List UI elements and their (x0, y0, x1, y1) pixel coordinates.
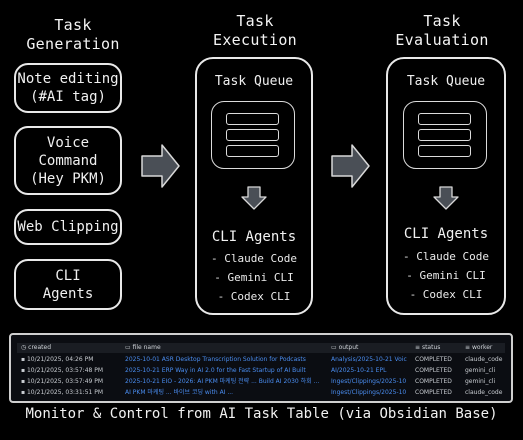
cell-file-name[interactable]: 2025-10-01 ASR Desktop Transcription Sol… (125, 356, 306, 363)
checkbox-icon: ▪ (21, 356, 27, 363)
cell-created: ▪ 10/21/2025, 04:26 PM (21, 356, 94, 363)
evaluation-panel: Task Queue CLI Agents - Claude Code - Ge… (386, 57, 506, 315)
evaluation-title-line1: Task (423, 12, 461, 30)
cell-status: COMPLETED (415, 389, 452, 396)
cell-status: COMPLETED (415, 356, 452, 363)
file-icon: ▭ (125, 344, 133, 351)
evaluation-title: Task Evaluation (387, 12, 497, 50)
execution-title-line2: Execution (213, 31, 297, 49)
source-label: Agents (42, 285, 94, 302)
agent-codex-cli: - Codex CLI (217, 290, 291, 303)
list-icon: ≡ (415, 344, 422, 351)
table-row[interactable]: ▪ 10/21/2025, 04:26 PM 2025-10-01 ASR De… (17, 355, 505, 365)
header-status[interactable]: ≡ status (415, 344, 441, 351)
cell-output[interactable]: Ingest/Clippings/2025-10 (331, 389, 407, 396)
agent-gemini-cli: - Gemini CLI (406, 269, 486, 282)
cell-output[interactable]: Analysis/2025-10-21 Voic (331, 356, 407, 363)
queue-slot (226, 129, 279, 141)
table-row[interactable]: ▪ 10/21/2025, 03:57:49 PM 2025-10-21 EIO… (17, 377, 505, 387)
checkbox-icon: ▪ (21, 378, 27, 385)
queue-slot (418, 129, 471, 141)
cell-status: COMPLETED (415, 378, 452, 385)
cell-worker: claude_code (465, 389, 503, 396)
table-header-row: ◷ created ▭ file name ▭ output ≡ status … (17, 343, 505, 353)
execution-title: Task Execution (200, 12, 310, 50)
checkbox-icon: ▪ (21, 367, 27, 374)
source-label: (Hey PKM) (30, 170, 106, 187)
source-label: Command (38, 152, 98, 169)
cli-agents-title: CLI Agents (403, 226, 489, 242)
cell-created: ▪ 10/21/2025, 03:57:49 PM (21, 378, 104, 385)
flow-arrow-icon (141, 144, 180, 188)
task-queue-label: Task Queue (406, 74, 486, 89)
header-output[interactable]: ▭ output (331, 344, 359, 351)
list-icon: ≡ (465, 344, 472, 351)
cell-created: ▪ 10/21/2025, 03:57:48 PM (21, 367, 104, 374)
agent-gemini-cli: - Gemini CLI (214, 271, 294, 284)
cell-output[interactable]: AI/2025-10-21 EPL (331, 367, 387, 374)
cell-status: COMPLETED (415, 367, 452, 374)
agent-codex-cli: - Codex CLI (409, 288, 483, 301)
task-queue-box (403, 101, 487, 169)
source-note-editing: Note editing (#AI tag) (14, 63, 122, 113)
generation-title-line1: Task (54, 16, 92, 34)
agent-claude-code: - Claude Code (402, 250, 490, 263)
file-icon: ▭ (331, 344, 339, 351)
cell-file-name[interactable]: 2025-10-21 ERP Way in AI 2.0 for the Fas… (125, 367, 306, 374)
queue-slot (418, 145, 471, 157)
down-arrow-icon (241, 186, 267, 210)
header-created[interactable]: ◷ created (21, 344, 52, 351)
source-label: Note editing (17, 71, 119, 87)
source-voice-command: Voice Command (Hey PKM) (14, 126, 122, 195)
header-file-name[interactable]: ▭ file name (125, 344, 161, 351)
task-queue-box (211, 101, 295, 169)
cell-worker: gemini_cli (465, 378, 496, 385)
down-arrow-icon (433, 186, 459, 210)
table-row[interactable]: ▪ 10/21/2025, 03:57:48 PM 2025-10-21 ERP… (17, 366, 505, 376)
source-web-clipping: Web Clipping (14, 209, 122, 245)
queue-slot (226, 113, 279, 125)
table-row[interactable]: ▪ 10/21/2025, 03:31:51 PM AI PKM 마케팅 ...… (17, 388, 505, 398)
cell-file-name[interactable]: AI PKM 마케팅 ... 바이브 코딩 with AI ... (125, 389, 234, 396)
cell-file-name[interactable]: 2025-10-21 EIO - 2026: AI PKM 마케팅 전략 ...… (125, 378, 320, 385)
queue-slot (418, 113, 471, 125)
flow-arrow-icon (331, 144, 370, 188)
calendar-icon: ◷ (21, 344, 29, 351)
agent-claude-code: - Claude Code (210, 252, 298, 265)
source-label: Web Clipping (17, 219, 119, 235)
generation-title: Task Generation (18, 16, 128, 54)
header-worker[interactable]: ≡ worker (465, 344, 493, 351)
cell-worker: gemini_cli (465, 367, 496, 374)
source-label: CLI (55, 267, 81, 284)
source-label: (#AI tag) (30, 89, 106, 105)
checkbox-icon: ▪ (21, 389, 27, 396)
cell-created: ▪ 10/21/2025, 03:31:51 PM (21, 389, 104, 396)
execution-title-line1: Task (236, 12, 274, 30)
source-cli-agents: CLI Agents (14, 259, 122, 310)
evaluation-title-line2: Evaluation (395, 31, 489, 49)
execution-panel: Task Queue CLI Agents - Claude Code - Ge… (195, 57, 313, 315)
task-table: ◷ created ▭ file name ▭ output ≡ status … (9, 333, 513, 403)
source-label: Voice (46, 134, 90, 151)
cell-output[interactable]: Ingest/Clippings/2025-10 (331, 378, 407, 385)
task-queue-label: Task Queue (214, 74, 294, 89)
cell-worker: claude_code (465, 356, 503, 363)
queue-slot (226, 145, 279, 157)
cli-agents-title: CLI Agents (211, 229, 297, 245)
footer-caption: Monitor & Control from AI Task Table (vi… (25, 406, 498, 422)
generation-title-line2: Generation (26, 35, 120, 53)
